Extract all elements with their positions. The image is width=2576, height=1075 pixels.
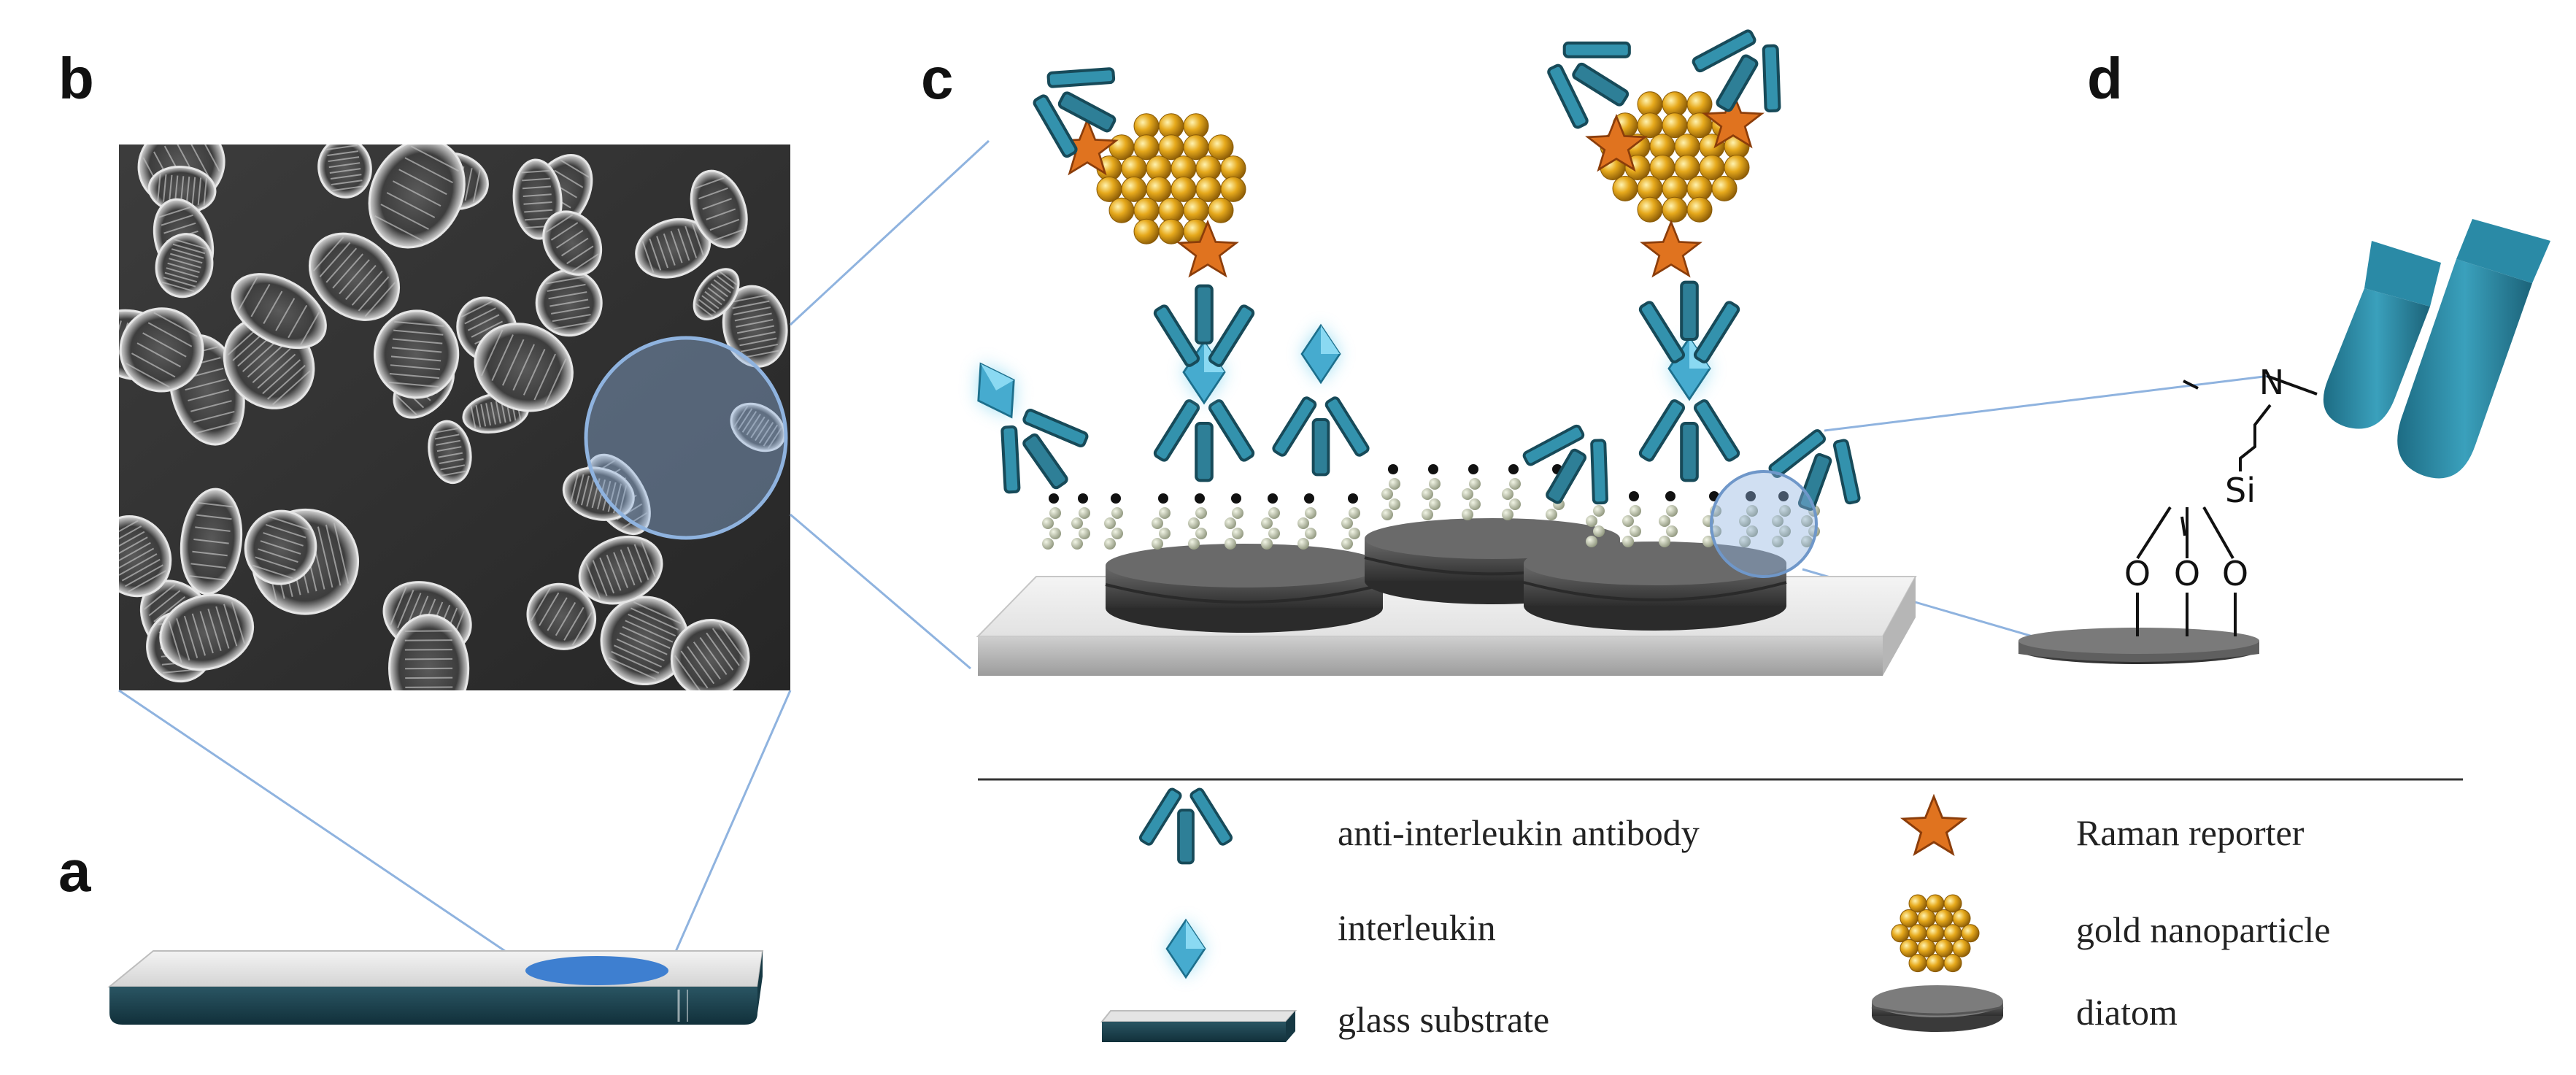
linker-chain (1341, 493, 1360, 550)
legend-label-glass: glass substrate (1338, 998, 1549, 1041)
linker-chain (1381, 464, 1400, 520)
capture-antibody (1511, 408, 1634, 524)
capture-antibody (1272, 396, 1369, 474)
linker-chain (1502, 464, 1521, 520)
legend-label-gold: gold nanoparticle (2076, 909, 2331, 951)
legend-gold-icon (1891, 895, 1979, 972)
diatom-spot (525, 956, 668, 985)
legend-label-diatom: diatom (2076, 991, 2178, 1033)
sem-zoom-circle (586, 338, 786, 538)
linker-chain (1261, 493, 1280, 550)
legend-interleukin-icon (1167, 920, 1205, 977)
linker-chain (1042, 493, 1061, 550)
sem-frustule (389, 614, 468, 723)
atom-n: N (2259, 363, 2284, 402)
linker-chain (1297, 493, 1316, 550)
diatom-disc (1106, 544, 1383, 633)
interleukin (963, 354, 1029, 428)
legend-glass-icon (1102, 1011, 1295, 1042)
legend-label-raman: Raman reporter (2076, 812, 2304, 854)
panel-label-c: c (921, 45, 954, 112)
linker-chain (1422, 464, 1441, 520)
linker-chain (1152, 493, 1171, 550)
bio-assembly (963, 12, 1878, 525)
glass-slide (109, 951, 763, 1025)
linker-chain (1188, 493, 1207, 550)
atom-o-center: O (2174, 554, 2200, 593)
legend-label-antibody: anti-interleukin antibody (1338, 812, 1700, 854)
raman-reporter (1643, 223, 1700, 276)
linker-chain (1622, 491, 1641, 547)
atom-o-right: O (2222, 554, 2248, 593)
legend-raman-icon (1903, 797, 1964, 854)
linker-chain (1071, 493, 1090, 550)
linker-chain (1225, 493, 1243, 550)
panel-label-b: b (58, 45, 94, 112)
detail-circle-c (1711, 471, 1816, 577)
capture-antibody (1154, 399, 1254, 480)
capture-antibody (1639, 399, 1740, 480)
legend-label-interleukin: interleukin (1338, 906, 1496, 949)
legend-diatom-icon (1872, 985, 2003, 1032)
legend-antibody-icon (1139, 788, 1233, 863)
interleukin (1302, 325, 1340, 382)
atom-o-left: O (2124, 554, 2151, 593)
linker-chain (1462, 464, 1481, 520)
linker-chain (1659, 491, 1678, 547)
silane-detail (2018, 219, 2550, 664)
panel-label-d: d (2087, 45, 2123, 112)
linker-chain (1104, 493, 1123, 550)
gold-nanoparticle (1097, 114, 1246, 244)
atom-si: Si (2225, 471, 2256, 510)
panel-label-a: a (58, 838, 91, 905)
